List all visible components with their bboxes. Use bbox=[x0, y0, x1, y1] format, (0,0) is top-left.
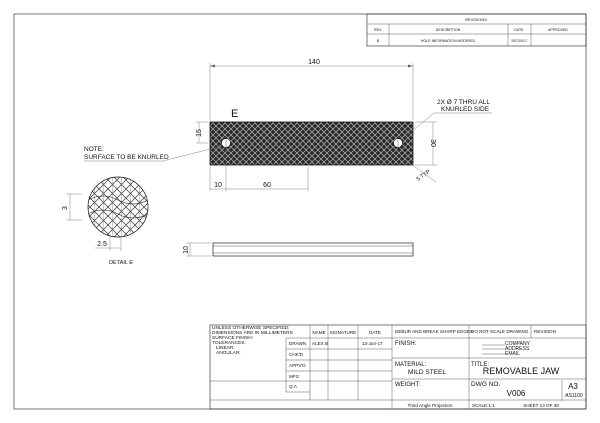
note-angular: ANGULAR: bbox=[216, 350, 241, 356]
revisions-table: REVISIONS REV. DESCRIPTION DATE APPROVED… bbox=[366, 13, 587, 47]
no-scale-note: DO NOT SCALE DRAWING bbox=[471, 329, 529, 334]
note-linear: LINEAR: bbox=[216, 345, 235, 351]
col-name: NAME bbox=[312, 330, 325, 335]
company-name: COMPANY bbox=[505, 341, 531, 347]
row-approved: APPV'D bbox=[289, 363, 306, 368]
rev-row-date: 15/7/2017 bbox=[511, 39, 527, 43]
hole-note-line1: 2X Ø 7 THRU ALL bbox=[437, 99, 490, 106]
rev-header-description: DESCRIPTION bbox=[436, 28, 461, 32]
knurl-note-text: SURFACE TO BE KNURLED bbox=[84, 154, 169, 161]
row-mfg: MFG bbox=[289, 374, 300, 379]
knurled-jaw-body bbox=[209, 121, 414, 166]
weight-label: WEIGHT: bbox=[395, 382, 420, 388]
note-unless: UNLESS OTHERWISE SPECIFIED: bbox=[212, 325, 289, 331]
dim-typ: 5 TYP bbox=[416, 169, 432, 183]
material-value: MILD STEEL bbox=[408, 369, 446, 376]
note-surface: SURFACE FINISH: bbox=[212, 335, 253, 341]
hole-note-line2: KNURLED SIDE bbox=[441, 106, 490, 113]
drawn-date: 13-Jun-17 bbox=[362, 341, 383, 346]
drawn-name: ALEX B bbox=[312, 341, 328, 346]
rev-header-approved: APPROVED bbox=[548, 28, 568, 32]
row-qa: Q.A bbox=[289, 384, 298, 389]
note-dimensions: DIMENSIONS ARE IN MILLIMETERS bbox=[212, 330, 293, 336]
dwg-no-value: V006 bbox=[507, 389, 526, 398]
dim-width: 30 bbox=[429, 139, 436, 147]
row-drawn: DRAWN bbox=[289, 341, 306, 346]
dim-spacing: 60 bbox=[263, 182, 271, 189]
detail-view-e: 3 2.5 DETAIL E bbox=[62, 176, 149, 266]
rev-header-date: DATE bbox=[514, 28, 524, 32]
dim-length: 140 bbox=[308, 59, 320, 66]
company-email: EMAIL bbox=[505, 351, 520, 357]
note-tolerances: TOLERANCES: bbox=[212, 340, 246, 346]
dim-height: 15 bbox=[196, 129, 203, 137]
rev-row-description: HOLE INFORMATION MODIFIED bbox=[421, 39, 476, 43]
finish-label: FINISH: bbox=[395, 341, 417, 347]
drawing-title: REMOVABLE JAW bbox=[483, 366, 560, 376]
section-label-e: E bbox=[231, 108, 238, 120]
title-block: UNLESS OTHERWISE SPECIFIED: DIMENSIONS A… bbox=[209, 324, 587, 410]
revisions-title: REVISIONS bbox=[465, 17, 487, 22]
dim-offset: 10 bbox=[214, 182, 222, 189]
sheet-note: SHEET 13 OF 30 bbox=[523, 403, 559, 408]
revision-label: REVISION bbox=[534, 329, 556, 334]
col-signature: SIGNATURE bbox=[330, 330, 356, 335]
projection-note: Third Angle Projection bbox=[408, 403, 453, 408]
part-code: AS1100 bbox=[565, 393, 583, 399]
col-date: DATE bbox=[369, 330, 381, 335]
material-label: MATERIAL: bbox=[395, 362, 427, 368]
deburr-note: DEBUR AND BREAK SHARP EDGES bbox=[395, 329, 473, 334]
dwg-no-label: DWG NO. bbox=[471, 381, 500, 388]
detail-dim-horizontal: 2.5 bbox=[97, 241, 107, 248]
scale-note: SCALE:1:1 bbox=[472, 403, 495, 408]
front-view: E 140 15 30 10 60 2X Ø 7 THRU ALL bbox=[84, 59, 492, 191]
row-checked: CHK'D bbox=[289, 352, 304, 357]
detail-dim-vertical: 3 bbox=[62, 206, 69, 210]
detail-label: DETAIL E bbox=[109, 260, 133, 266]
knurl-note-title: NOTE: bbox=[84, 146, 104, 153]
side-dim: 10 bbox=[183, 246, 190, 254]
rev-row-rev: B bbox=[377, 39, 380, 43]
side-view: 10 bbox=[183, 242, 414, 257]
rev-header-rev: REV. bbox=[374, 28, 382, 32]
sheet-size: A3 bbox=[568, 382, 578, 391]
company-address: ADDRESS bbox=[505, 346, 530, 352]
title-label: TITLE: bbox=[471, 362, 489, 368]
